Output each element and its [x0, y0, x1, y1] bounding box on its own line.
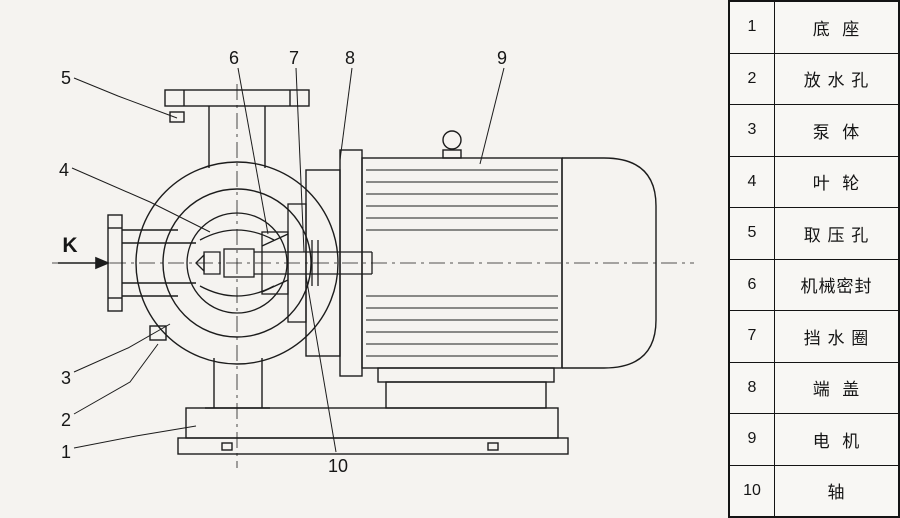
- callout-6: 6: [229, 48, 239, 68]
- table-row: 7 挡 水 圈: [730, 311, 898, 363]
- suction-inlet: [107, 214, 196, 312]
- callout-7: 7: [289, 48, 299, 68]
- part-number-cell: 3: [730, 105, 775, 156]
- mechanical-seal: [261, 203, 307, 323]
- callout-10: 10: [328, 456, 348, 476]
- part-name-cell: 叶 轮: [812, 174, 861, 194]
- table-row: 9 电 机: [730, 414, 898, 466]
- part-name-cell: 挡 水 圈: [803, 328, 870, 348]
- callout-1: 1: [61, 442, 71, 462]
- lifting-eye: [442, 130, 462, 150]
- part-number-cell: 2: [730, 53, 775, 104]
- part-number-cell: 1: [730, 2, 775, 53]
- part-number-cell: 10: [730, 465, 775, 516]
- flow-arrow: [58, 256, 111, 270]
- drain-hole: [149, 325, 167, 341]
- leader-lines: [71, 67, 505, 453]
- callout-3: 3: [61, 368, 71, 388]
- base-plate: [177, 407, 569, 455]
- table-row: 6 机械密封: [730, 259, 898, 311]
- table-row: 3 泵 体: [730, 105, 898, 157]
- motor-cooling-fins: [366, 169, 558, 357]
- part-name-cell: 轴: [827, 483, 846, 503]
- callout-2: 2: [61, 410, 71, 430]
- part-name-cell: 放 水 孔: [803, 71, 870, 91]
- part-name-cell: 端 盖: [812, 380, 861, 400]
- centerlines: [52, 84, 694, 468]
- callout-8: 8: [345, 48, 355, 68]
- electric-motor: [361, 130, 657, 409]
- table-row: 2 放 水 孔: [730, 53, 898, 105]
- table-row: 10 轴: [730, 465, 898, 516]
- table-row: 8 端 盖: [730, 362, 898, 414]
- pump-cross-section-drawing: 5 4 3 2 1 6 7 8 9 10 K: [52, 48, 694, 476]
- drawing-svg: 5 4 3 2 1 6 7 8 9 10 K: [52, 48, 694, 476]
- callout-9: 9: [497, 48, 507, 68]
- part-name-cell: 电 机: [812, 431, 861, 451]
- callout-5: 5: [61, 68, 71, 88]
- parts-table: 1 底 座 2 放 水 孔 3 泵 体 4 叶 轮 5 取 压 孔 6 机械密封…: [728, 0, 900, 518]
- part-number-cell: 7: [730, 311, 775, 362]
- part-number-cell: 5: [730, 208, 775, 259]
- k-flow-label: K: [62, 234, 77, 257]
- part-number-cell: 8: [730, 362, 775, 413]
- part-number-cell: 6: [730, 259, 775, 310]
- shaft: [254, 251, 373, 275]
- part-number-cell: 9: [730, 414, 775, 465]
- table-row: 5 取 压 孔: [730, 208, 898, 260]
- pressure-tap-hole: [169, 111, 185, 123]
- table-row: 1 底 座: [730, 2, 898, 54]
- table-row: 4 叶 轮: [730, 156, 898, 208]
- part-number-cell: 4: [730, 156, 775, 207]
- part-name-cell: 机械密封: [800, 277, 873, 297]
- water-slinger-ring: [311, 240, 319, 286]
- part-name-cell: 取 压 孔: [803, 225, 870, 245]
- callout-4: 4: [59, 160, 69, 180]
- part-name-cell: 泵 体: [812, 122, 861, 142]
- motor-foot: [377, 367, 555, 383]
- part-name-cell: 底 座: [812, 19, 861, 39]
